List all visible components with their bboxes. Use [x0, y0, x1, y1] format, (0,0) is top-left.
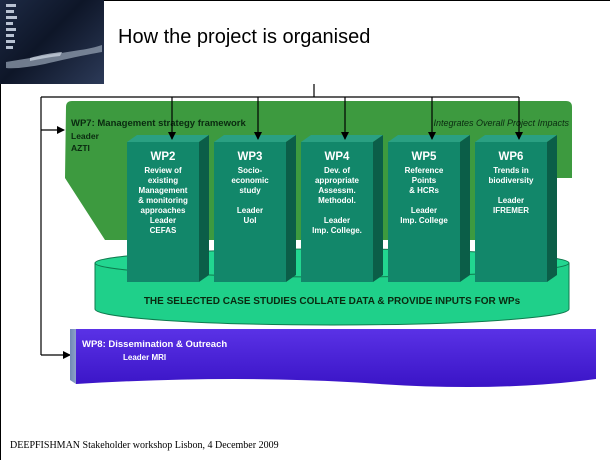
- wp-box-line: Assessm.: [318, 186, 355, 195]
- wp-box-line: Leader: [150, 216, 176, 225]
- wp-box-id: WP5: [412, 151, 438, 163]
- wp-box-line: Dev. of: [324, 166, 350, 175]
- wp-box-line: Methodol.: [318, 196, 356, 205]
- wp-box-line: Management: [139, 186, 188, 195]
- wp-box-line: approaches: [141, 206, 186, 215]
- wp8-heading: : Dissemination & Outreach: [103, 339, 228, 350]
- wp7-leader: AZTI: [71, 143, 90, 153]
- case-studies-text: THE SELECTED CASE STUDIES COLLATE DATA &…: [144, 296, 521, 307]
- wp-box-line: economic: [231, 176, 269, 185]
- wp-box-id: WP3: [238, 151, 263, 163]
- wp-box-line: UoI: [244, 216, 257, 225]
- wp-box-line: biodiversity: [489, 176, 534, 185]
- wp7-heading: : Management strategy framework: [92, 118, 247, 129]
- wp-box-line: Reference: [405, 166, 444, 175]
- wp-box-line: Imp. College.: [312, 226, 362, 235]
- wp-box-line: appropriate: [315, 176, 360, 185]
- wp-box-line: IFREMER: [493, 206, 529, 215]
- wp-box-line: & monitoring: [138, 196, 188, 205]
- wp-box-id: WP4: [325, 151, 351, 163]
- wp-box-id: WP2: [151, 151, 176, 163]
- wp-box-line: Leader: [411, 206, 437, 215]
- wp-box-line: Imp. College: [400, 216, 448, 225]
- wp8-panel: [70, 329, 596, 388]
- slide-title: How the project is organised: [118, 26, 371, 48]
- wp-box-id: WP6: [499, 151, 524, 163]
- wp-box-line: study: [239, 186, 261, 195]
- wp7-id: WP7: [71, 118, 92, 129]
- wp-box-line: Leader: [237, 206, 263, 215]
- svg-text:WP8: Dissemination & Outreach: WP8: Dissemination & Outreach: [82, 339, 227, 350]
- wp-box-line: existing: [148, 176, 178, 185]
- wp-box-line: Trends in: [493, 166, 529, 175]
- wp-box-line: Socio-: [238, 166, 263, 175]
- svg-text:WP7: Management strategy fram: WP7: Management strategy framework: [71, 118, 246, 129]
- wp-box-line: Review of: [144, 166, 182, 175]
- wp-box-line: Leader: [498, 196, 524, 205]
- wp-box-line: CEFAS: [150, 226, 177, 235]
- wp7-leader-label: Leader: [71, 131, 100, 141]
- footer-text: DEEPFISHMAN Stakeholder workshop Lisbon,…: [10, 440, 279, 451]
- wp-box-line: & HCRs: [409, 186, 439, 195]
- connectors: [40, 84, 523, 359]
- wp8-leader: Leader MRI: [123, 353, 166, 362]
- project-logo: [0, 0, 104, 84]
- wp7-note: Integrates Overall Project Impacts: [433, 118, 569, 128]
- wp-box-line: Points: [412, 176, 437, 185]
- wp-box-line: Leader: [324, 216, 350, 225]
- wp8-id: WP8: [82, 339, 103, 350]
